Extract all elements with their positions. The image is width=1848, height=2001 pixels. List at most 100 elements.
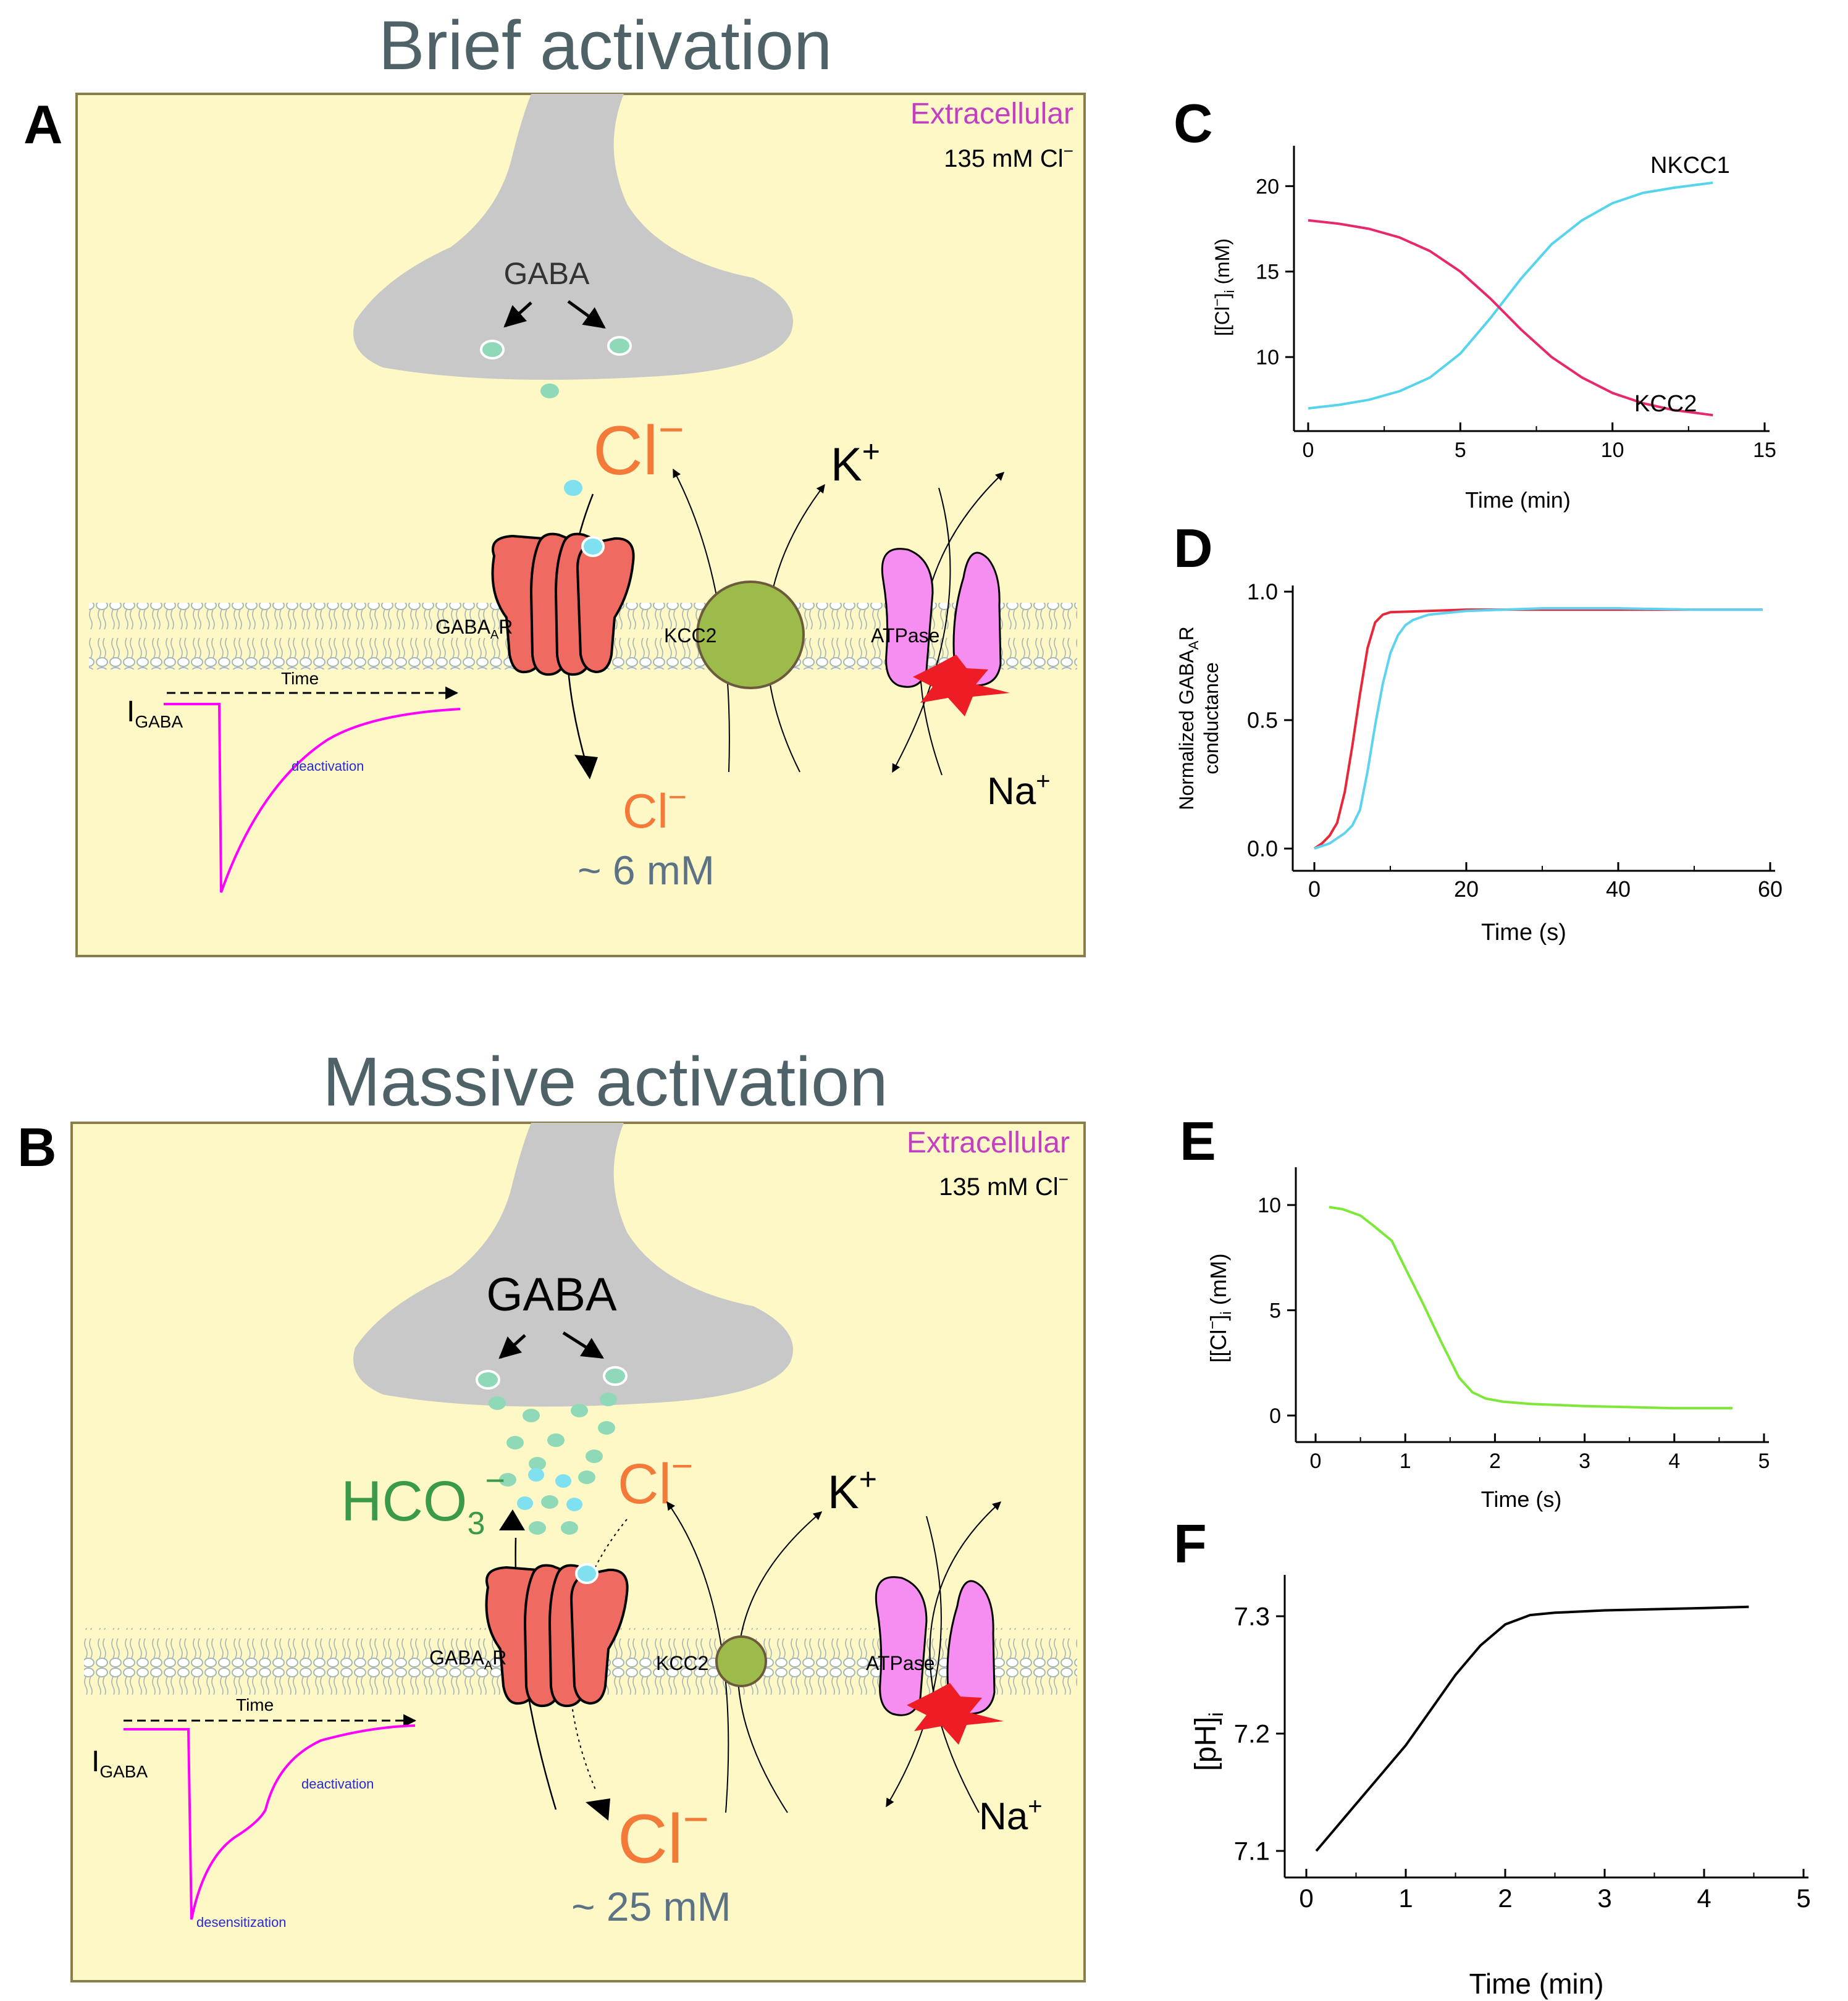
chart-c-x-tick-label: 15 <box>1753 438 1776 462</box>
chart-f-x-tick-label: 2 <box>1498 1884 1512 1913</box>
panel-letter-c: C <box>1174 93 1213 154</box>
trace-igaba-label: IGABA <box>91 1745 148 1781</box>
chart-e-x-tick-label: 2 <box>1489 1449 1501 1473</box>
vesicle <box>607 336 632 356</box>
igaba-trace <box>164 703 461 893</box>
chart-e-xlabel: Time (s) <box>1481 1487 1562 1512</box>
trace-time-label: Time <box>281 669 319 688</box>
cl-flux-arrowhead <box>586 1798 610 1821</box>
chart-c-series-line-nkcc1 <box>1308 181 1713 410</box>
chart-c-x-tick-label: 10 <box>1601 438 1624 462</box>
phosphorylation-star <box>913 655 1010 716</box>
chart-c-xlabel: Time (min) <box>1465 487 1571 513</box>
gabaa-receptor-label: GABAAR <box>435 616 513 642</box>
chart-e-x-tick-label: 3 <box>1579 1449 1590 1473</box>
igaba-trace-inset: Time IGABA deactivation desensitization <box>91 1695 417 1930</box>
chart-f-x-tick-label: 3 <box>1597 1884 1611 1913</box>
vesicle-cloud <box>476 1366 628 1535</box>
atpase-arrow-1 <box>929 1501 1002 1813</box>
panel-letter-f: F <box>1174 1513 1207 1574</box>
trace-igaba-label: IGABA <box>127 695 183 731</box>
na-k-atpase <box>875 1576 1004 1745</box>
gaba-arrow-right <box>567 300 606 329</box>
kcc2-transporter <box>696 581 805 689</box>
panel-letter-a: A <box>23 94 63 155</box>
chart-d-y-tick-label: 0.5 <box>1247 708 1278 733</box>
chart-d-ylabel-line2: conductance <box>1200 662 1222 774</box>
chart-e-x-tick-label: 0 <box>1310 1449 1322 1473</box>
na-k-atpase <box>881 548 1010 716</box>
chart-c-x-tick-label: 0 <box>1303 438 1314 462</box>
presynaptic-terminal <box>353 1123 793 1407</box>
vesicle <box>540 384 559 398</box>
chart-c-y-tick-label: 10 <box>1256 346 1279 369</box>
chart-d-x-tick-label: 60 <box>1758 876 1783 902</box>
chart-c-series-label-nkcc1: NKCC1 <box>1650 153 1730 178</box>
extracellular-label: Extracellular <box>910 98 1073 130</box>
chart-d-xlabel: Time (s) <box>1481 920 1566 946</box>
atpase-label: ATPase <box>871 624 939 647</box>
trace-time-label: Time <box>236 1695 274 1714</box>
vesicle <box>480 340 505 359</box>
atpase-arrow-2 <box>892 487 951 773</box>
chart-d-series-line-2 <box>1314 607 1763 850</box>
chart-f-x-tick-label: 1 <box>1398 1884 1413 1913</box>
chloride-ion <box>564 480 582 496</box>
gaba-arrow-right <box>562 1331 604 1359</box>
chloride-intracellular-label: Cl− <box>618 1795 709 1877</box>
chart-f-y-tick-label: 7.3 <box>1234 1602 1270 1631</box>
presynaptic-terminal <box>353 94 793 380</box>
sodium-label: Na+ <box>987 768 1051 813</box>
gaba-arrow-left <box>498 1334 526 1359</box>
chart-f-x-tick-label: 4 <box>1697 1884 1711 1913</box>
atpase-label: ATPase <box>866 1652 934 1674</box>
panel-letter-b: B <box>17 1117 57 1178</box>
chart-c-series-line-kcc2 <box>1308 219 1713 417</box>
trace-desensitization-label: desensitization <box>196 1915 287 1930</box>
gabaa-receptor <box>485 1563 629 1708</box>
chloride-intracellular-label: Cl− <box>623 779 687 838</box>
gaba-label: GABA <box>504 256 590 291</box>
chart-e-x-tick-label: 1 <box>1400 1449 1411 1473</box>
chart-d-x-tick-label: 40 <box>1606 876 1631 902</box>
trace-deactivation-label: deactivation <box>301 1776 374 1792</box>
chart-f-xlabel: Time (min) <box>1469 1968 1603 2000</box>
chart-e-y-tick-label: 5 <box>1269 1299 1281 1322</box>
chloride-extracellular-label: Cl− <box>618 1445 693 1516</box>
panel-b: Extracellular 135 mM Cl− GABA <box>70 1122 1086 1982</box>
intracellular-conc: ~ 6 mM <box>578 847 715 893</box>
chart-f-x-tick-label: 0 <box>1299 1884 1313 1913</box>
panel-letter-e: E <box>1180 1110 1216 1172</box>
chart-d-ylabel-line1: Normalized GABAAR <box>1175 626 1201 810</box>
chart-e-ylabel: [[Cl−]i (mM) <box>1204 1253 1235 1362</box>
extracellular-conc: 135 mM Cl− <box>939 1170 1069 1201</box>
igaba-trace <box>124 1724 416 1920</box>
chart-d-series-line-1 <box>1313 608 1763 850</box>
gabaa-receptor <box>491 532 635 676</box>
hco3-flux-arrowhead <box>499 1509 525 1530</box>
chart-c-x-tick-label: 5 <box>1455 438 1466 462</box>
chart-d-y-tick-label: 1.0 <box>1247 579 1278 605</box>
chart-c-y-tick-label: 20 <box>1256 175 1279 198</box>
title-massive: Massive activation <box>322 1043 888 1120</box>
chart-d-x-tick-label: 20 <box>1454 876 1479 902</box>
chart-c-series-label-kcc2: KCC2 <box>1634 391 1697 417</box>
cl-flux-arrowhead <box>574 755 598 779</box>
bicarbonate-label: HCO3− <box>341 1461 505 1542</box>
gabaa-receptor-label: GABAAR <box>429 1647 506 1672</box>
chart-d-x-tick-label: 0 <box>1308 876 1321 902</box>
potassium-label: K+ <box>831 434 880 491</box>
chart-c-y-tick-label: 15 <box>1256 261 1279 284</box>
chart-f-x-tick-label: 5 <box>1796 1884 1810 1913</box>
chart-f-y-tick-label: 7.1 <box>1234 1837 1270 1866</box>
atpase-arrow-2 <box>886 1516 942 1808</box>
title-brief: Brief activation <box>379 7 833 84</box>
sodium-label: Na+ <box>979 1793 1043 1838</box>
chloride-extracellular-label: Cl− <box>593 405 684 489</box>
